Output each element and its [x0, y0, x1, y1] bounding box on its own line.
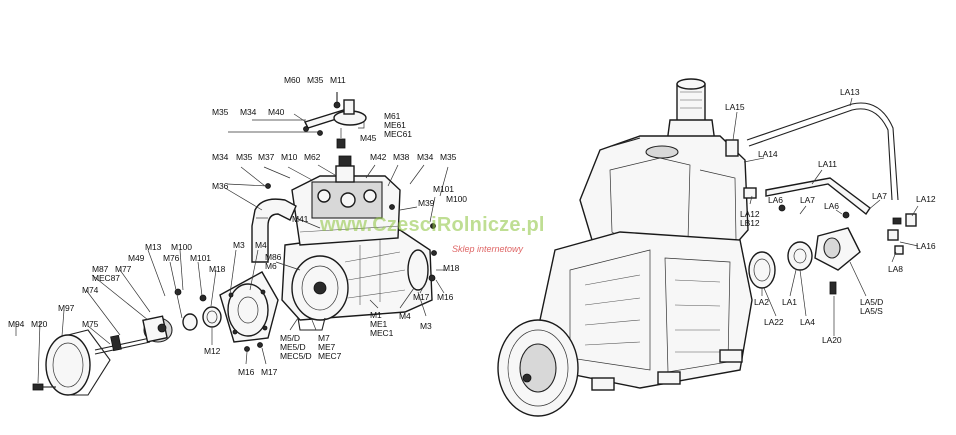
- label-m97: M97: [58, 303, 75, 313]
- label-m101: M101: [433, 184, 454, 194]
- label-m94: M94: [8, 319, 25, 329]
- left-exploded-view: [15, 92, 449, 396]
- label-m76: M76: [163, 253, 180, 263]
- label-m35: M35: [212, 107, 229, 117]
- label-la2: LA2: [754, 297, 769, 307]
- label-m34: M34: [417, 152, 434, 162]
- label-m3: M3: [420, 321, 432, 331]
- bolt-m94: [32, 383, 56, 391]
- label-la6: LA6: [768, 195, 783, 205]
- elbow-pipe-m36: [251, 198, 297, 263]
- label-m4: M4: [255, 240, 267, 250]
- label-m75: M75: [82, 319, 99, 329]
- label-m36: M36: [212, 181, 229, 191]
- shaft-assembly: [94, 288, 222, 355]
- label-m40: M40: [268, 107, 285, 117]
- label-m39: M39: [418, 198, 435, 208]
- label-m101: M101: [190, 253, 211, 263]
- label-m20: M20: [31, 319, 48, 329]
- label-m61: M61 ME61 MEC61: [384, 111, 412, 139]
- label-m18: M18: [209, 264, 226, 274]
- label-m3: M3: [233, 240, 245, 250]
- pump-body-m1: [281, 229, 433, 331]
- side-parts: [748, 227, 861, 295]
- label-m100: M100: [446, 194, 467, 204]
- watermark-title: www.CzesciRolnicze.pl: [320, 214, 545, 236]
- label-la1: LA1: [782, 297, 797, 307]
- end-cap-m97: [45, 329, 111, 396]
- label-m35: M35: [236, 152, 253, 162]
- label-m11: M11: [330, 75, 346, 85]
- label-la14: LA14: [758, 149, 778, 159]
- label-m37: M37: [258, 152, 275, 162]
- label-m10: M10: [281, 152, 298, 162]
- right-leader-lines: [732, 97, 919, 336]
- label-m42: M42: [370, 152, 387, 162]
- label-la16: LA16: [916, 241, 936, 251]
- left-leader-lines: [15, 113, 449, 384]
- flange-m3: [219, 271, 279, 352]
- valve-handle-m40: [304, 92, 367, 149]
- label-la15: LA15: [725, 102, 745, 112]
- label-m60: M60: [284, 75, 301, 85]
- outlet-flange: [497, 319, 579, 417]
- label-m16: M16: [437, 292, 454, 302]
- screws: [257, 126, 437, 348]
- pump-feet: [591, 349, 743, 391]
- label-m7: M7 ME7 MEC7: [318, 333, 342, 361]
- label-la8: LA8: [888, 264, 903, 274]
- label-la12: LA12: [916, 194, 936, 204]
- label-m86: M86 M6: [265, 252, 282, 271]
- label-m5: M5/D ME5/D MEC5/D: [280, 333, 312, 361]
- label-m13: M13: [145, 242, 162, 252]
- label-m34: M34: [240, 107, 257, 117]
- label-la7: LA7: [872, 191, 887, 201]
- label-m77: M77: [115, 264, 132, 274]
- label-m35: M35: [307, 75, 324, 85]
- label-la5: LA5/D LA5/S: [860, 297, 884, 316]
- label-m16: M16: [238, 367, 255, 377]
- label-la4: LA4: [800, 317, 815, 327]
- label-m18: M18: [443, 263, 460, 273]
- label-m49: M49: [128, 253, 145, 263]
- label-m87: M87 MEC87: [92, 264, 120, 283]
- label-m100: M100: [171, 242, 192, 252]
- label-la11: LA11: [818, 159, 837, 169]
- label-la20: LA20: [822, 335, 842, 345]
- label-la12: LA12 LB12: [740, 209, 760, 228]
- label-m12: M12: [204, 346, 221, 356]
- label-la13: LA13: [840, 87, 860, 97]
- label-m34: M34: [212, 152, 229, 162]
- label-m1: M1 ME1 MEC1: [370, 310, 394, 338]
- label-m41: M41: [292, 214, 309, 224]
- label-m38: M38: [393, 152, 410, 162]
- watermark-subtitle: Sklep internetowy: [452, 244, 524, 254]
- label-m17: M17: [261, 367, 278, 377]
- label-m62: M62: [304, 152, 321, 162]
- overflow-pipe-la13: [746, 102, 899, 201]
- label-m17: M17: [413, 292, 430, 302]
- label-la6: LA6: [824, 201, 839, 211]
- label-m74: M74: [82, 285, 99, 295]
- right-assembled-pump: [497, 78, 919, 417]
- label-m35: M35: [440, 152, 457, 162]
- label-m4: M4: [399, 311, 411, 321]
- label-la22: LA22: [764, 317, 784, 327]
- label-m45: M45: [360, 133, 377, 143]
- label-la7: LA7: [800, 195, 815, 205]
